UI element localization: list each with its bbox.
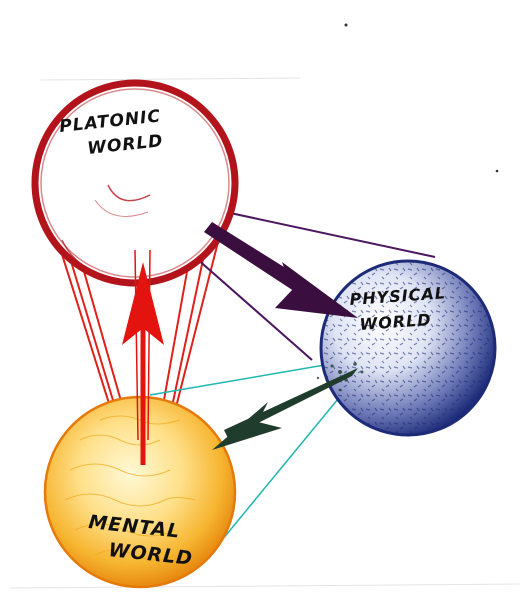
arrow-platonic-to-physical xyxy=(204,222,358,318)
page-edge-bottom xyxy=(9,583,521,589)
page-edge-top xyxy=(39,77,301,81)
arrow-mental-to-platonic xyxy=(122,249,164,465)
ink-dot xyxy=(495,169,499,173)
arrow-physical-to-mental xyxy=(212,362,364,450)
platonic-world-sphere xyxy=(31,79,239,287)
physical-world-label-line2: WORLD xyxy=(359,310,432,334)
ink-dot xyxy=(344,23,348,27)
mental-world-sphere xyxy=(43,395,237,589)
physical-world-sphere xyxy=(319,259,497,437)
cone-physical-to-mental xyxy=(149,361,353,541)
